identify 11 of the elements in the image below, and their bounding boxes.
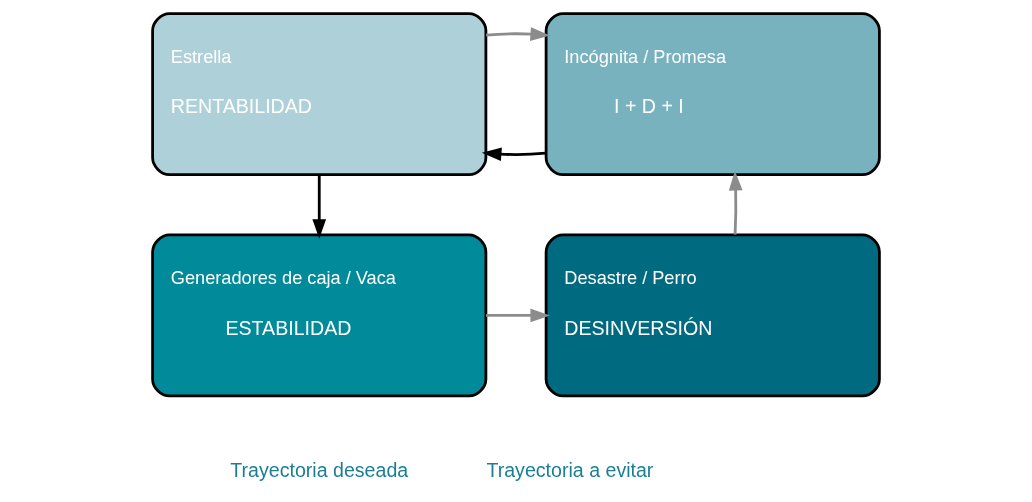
node-box: Desastre / Perro DESINVERSIÓN: [544, 233, 881, 398]
arrow: [728, 170, 743, 235]
legend-label: Trayectoria a evitar: [486, 459, 654, 482]
arrow: [486, 308, 551, 323]
arrow: [481, 147, 546, 162]
node-box: Estrella RENTABILIDAD: [151, 12, 488, 177]
node-box: Incógnita / Promesa I + D + I: [544, 12, 881, 177]
node-box: Generadores de caja / Vaca ESTABILIDAD: [151, 233, 488, 398]
arrow: [485, 27, 551, 41]
arrow: [312, 175, 327, 239]
legend-label: Trayectoria deseada: [230, 459, 409, 482]
